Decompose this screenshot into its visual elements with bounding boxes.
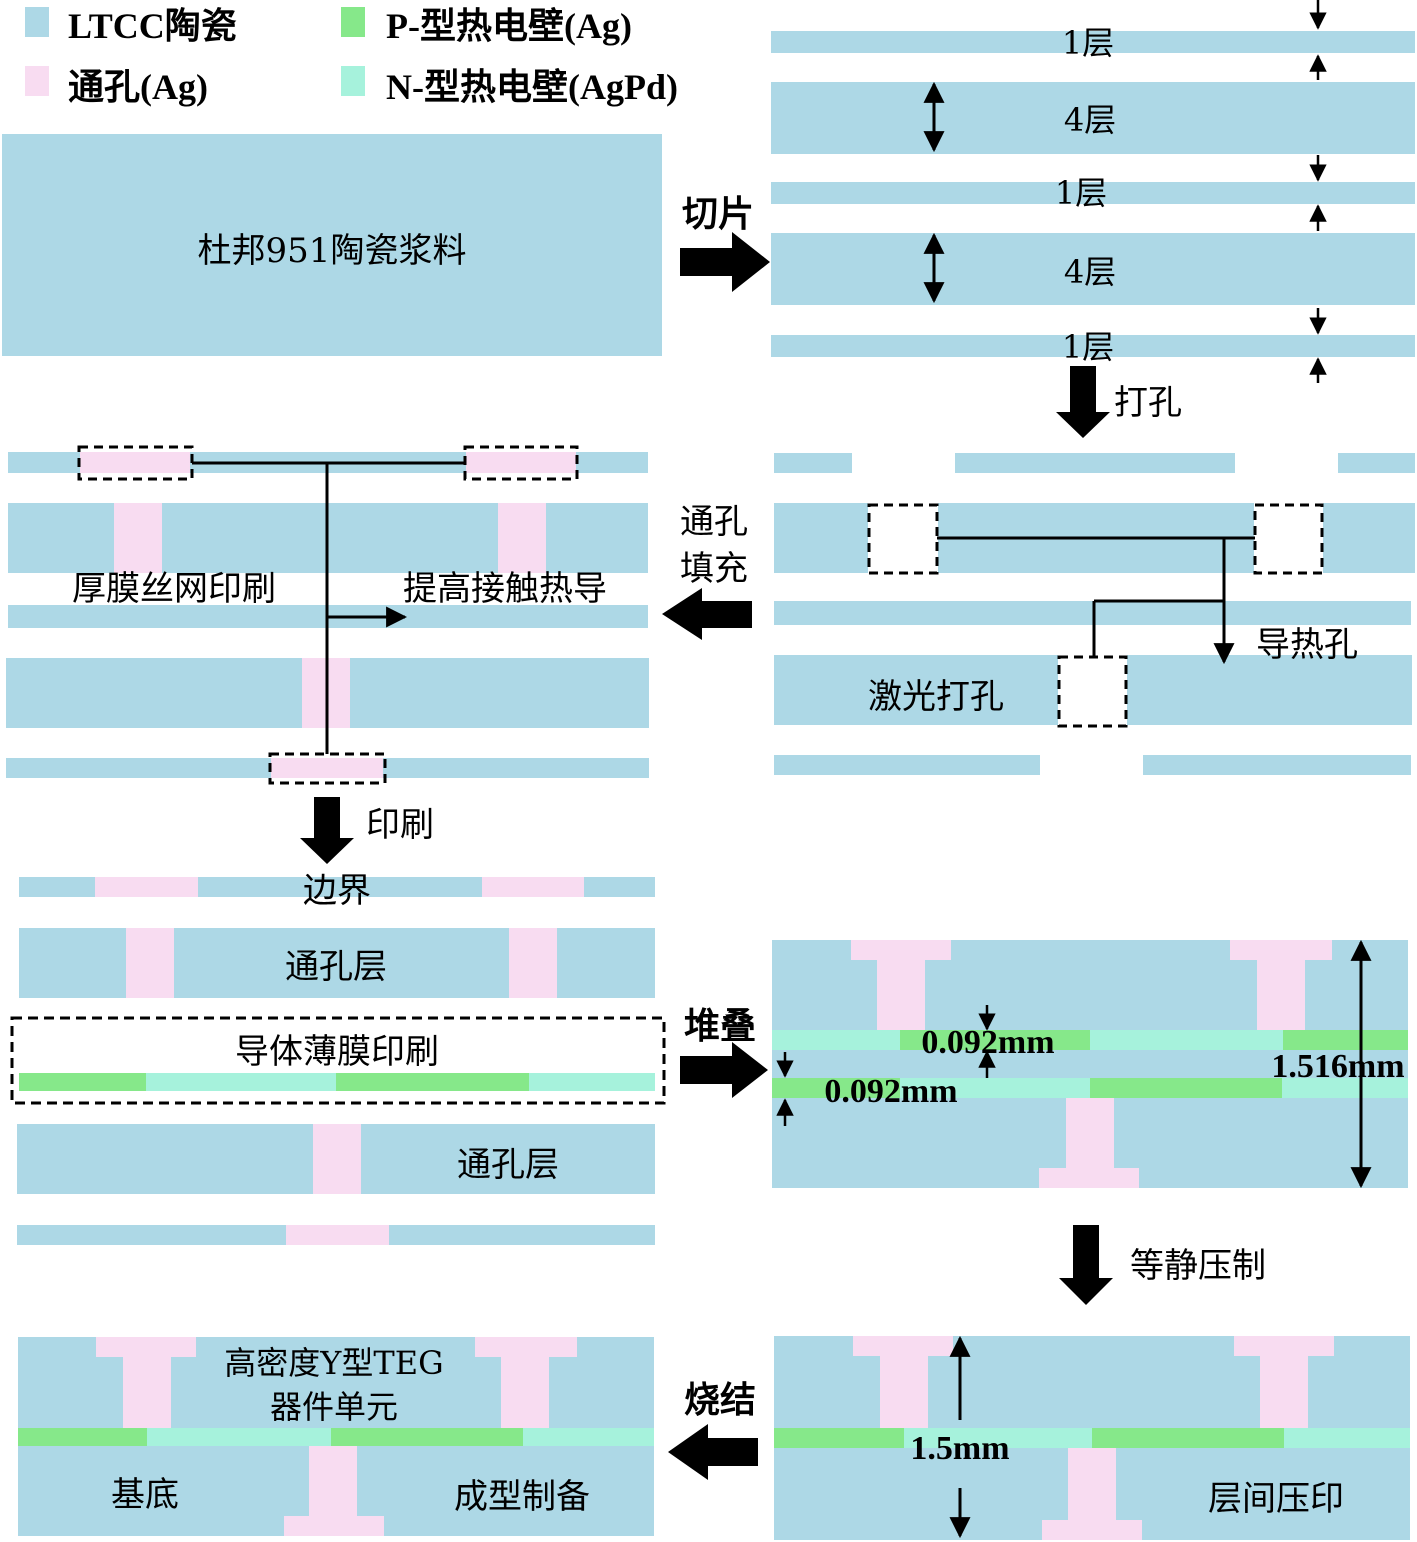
via-filled-layers: 厚膜丝网印刷 提高接触热导: [6, 445, 649, 785]
fill-arrow-label-2: 填充: [680, 549, 748, 589]
print-pad-bottom: [268, 752, 387, 785]
down-arrow-icon: [1056, 366, 1110, 438]
sinter-arrow-label: 烧结: [684, 1380, 756, 1420]
laser-hole: [1057, 655, 1128, 728]
conductor-box: [10, 1016, 666, 1105]
slurry-label: 杜邦951陶瓷浆料: [198, 231, 467, 271]
layer-4b: [771, 233, 1415, 305]
layer-4a: [771, 82, 1415, 154]
punched-hole-right: [1253, 503, 1324, 575]
layer-label-3: 1层: [1055, 174, 1107, 212]
legend-ltcc-label: LTCC陶瓷: [68, 6, 237, 46]
slice-arrow-label: 切片: [682, 194, 754, 234]
print-arrow: 印刷: [300, 797, 434, 864]
improve-contact-label: 提高接触热导: [403, 569, 607, 609]
fill-arrow-label-1: 通孔: [680, 502, 748, 542]
laser-label: 激光打孔: [868, 677, 1004, 717]
dim-0092-lower: 0.092mm: [824, 1073, 957, 1110]
stack-arrow-label: 堆叠: [684, 1006, 756, 1046]
legend: LTCC陶瓷 P-型热电壁(Ag) 通孔(Ag) N-型热电壁(AgPd): [25, 6, 678, 107]
stacked-structure: 0.092mm 0.092mm 1.516mm: [772, 939, 1408, 1189]
legend-swatch-n-type: [341, 66, 365, 96]
legend-swatch-p-type: [341, 7, 365, 37]
legend-p-type-label: P-型热电壁(Ag): [386, 6, 632, 46]
forming-label: 成型制备: [454, 1477, 590, 1517]
boundary-label: 边界: [303, 871, 371, 911]
slurry-block: 杜邦951陶瓷浆料: [2, 134, 662, 356]
legend-n-type-label: N-型热电壁(AgPd): [386, 67, 678, 107]
final-device: 高密度Y型TEG 器件单元 基底 成型制备: [18, 1337, 654, 1536]
thick-film-label: 厚膜丝网印刷: [72, 569, 276, 609]
layer-1b: [771, 182, 1415, 204]
press-arrow-label: 等静压制: [1130, 1246, 1266, 1286]
right-arrow-icon: [680, 1042, 768, 1098]
print-arrow-label: 印刷: [366, 805, 434, 845]
interlayer-label: 层间压印: [1208, 1479, 1344, 1519]
sinter-arrow: 烧结: [668, 1380, 758, 1480]
fill-arrow: 通孔 填充: [662, 502, 752, 640]
punch-arrow: 打孔: [1056, 366, 1182, 438]
conductor-label: 导体薄膜印刷: [235, 1032, 439, 1072]
left-arrow-icon: [668, 1424, 758, 1480]
down-arrow-icon: [300, 797, 354, 864]
punched-layers: 导热孔 激光打孔: [774, 453, 1415, 775]
legend-swatch-ltcc: [25, 7, 49, 37]
right-arrow-icon: [680, 232, 770, 292]
sliced-layers: 1层 4层 1层 4层 1层: [771, 0, 1415, 383]
layer-label-4: 4层: [1064, 253, 1116, 291]
left-arrow-icon: [662, 588, 752, 640]
via-layer-bottom-label: 通孔层: [457, 1145, 559, 1185]
layer-1a: [771, 31, 1415, 53]
printed-layers: 边界 通孔层 导体薄膜印刷 通孔层: [10, 871, 666, 1245]
thermal-hole-label: 导热孔: [1256, 625, 1358, 665]
device-title-1: 高密度Y型TEG: [224, 1344, 443, 1382]
dim-0092-upper: 0.092mm: [921, 1024, 1054, 1061]
stack-arrow: 堆叠: [680, 1006, 768, 1098]
down-arrow-icon: [1059, 1225, 1113, 1305]
dim-total: 1.516mm: [1271, 1048, 1404, 1085]
legend-via-label: 通孔(Ag): [68, 67, 208, 107]
legend-swatch-via: [25, 66, 49, 96]
via-layer-top-label: 通孔层: [285, 947, 387, 987]
dim-1-5: 1.5mm: [910, 1430, 1009, 1467]
punched-hole-left: [867, 503, 939, 575]
punch-arrow-label: 打孔: [1114, 383, 1182, 423]
layer-label-5: 1层: [1062, 328, 1114, 366]
pressed-structure: 1.5mm 层间压印: [774, 1335, 1410, 1540]
substrate-label: 基底: [111, 1475, 179, 1515]
slice-arrow: 切片: [680, 194, 770, 292]
layer-1c: [771, 335, 1415, 357]
layer-label-1: 1层: [1062, 24, 1114, 62]
press-arrow: 等静压制: [1059, 1225, 1266, 1305]
layer-label-2: 4层: [1064, 101, 1116, 139]
device-title-2: 器件单元: [270, 1388, 398, 1426]
